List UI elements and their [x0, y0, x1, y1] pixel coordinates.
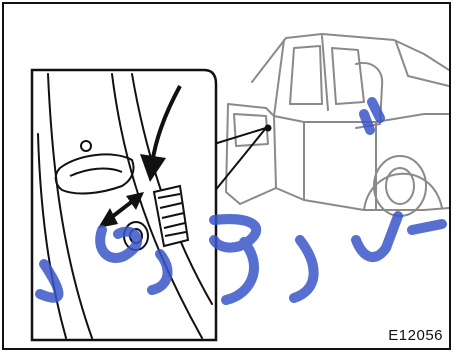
- callout-pointer: [214, 126, 271, 193]
- car-outline-icon: [226, 34, 449, 216]
- illustration-frame: E12056: [2, 2, 451, 350]
- illustration-svg: [4, 4, 451, 350]
- figure-code: E12056: [388, 327, 443, 344]
